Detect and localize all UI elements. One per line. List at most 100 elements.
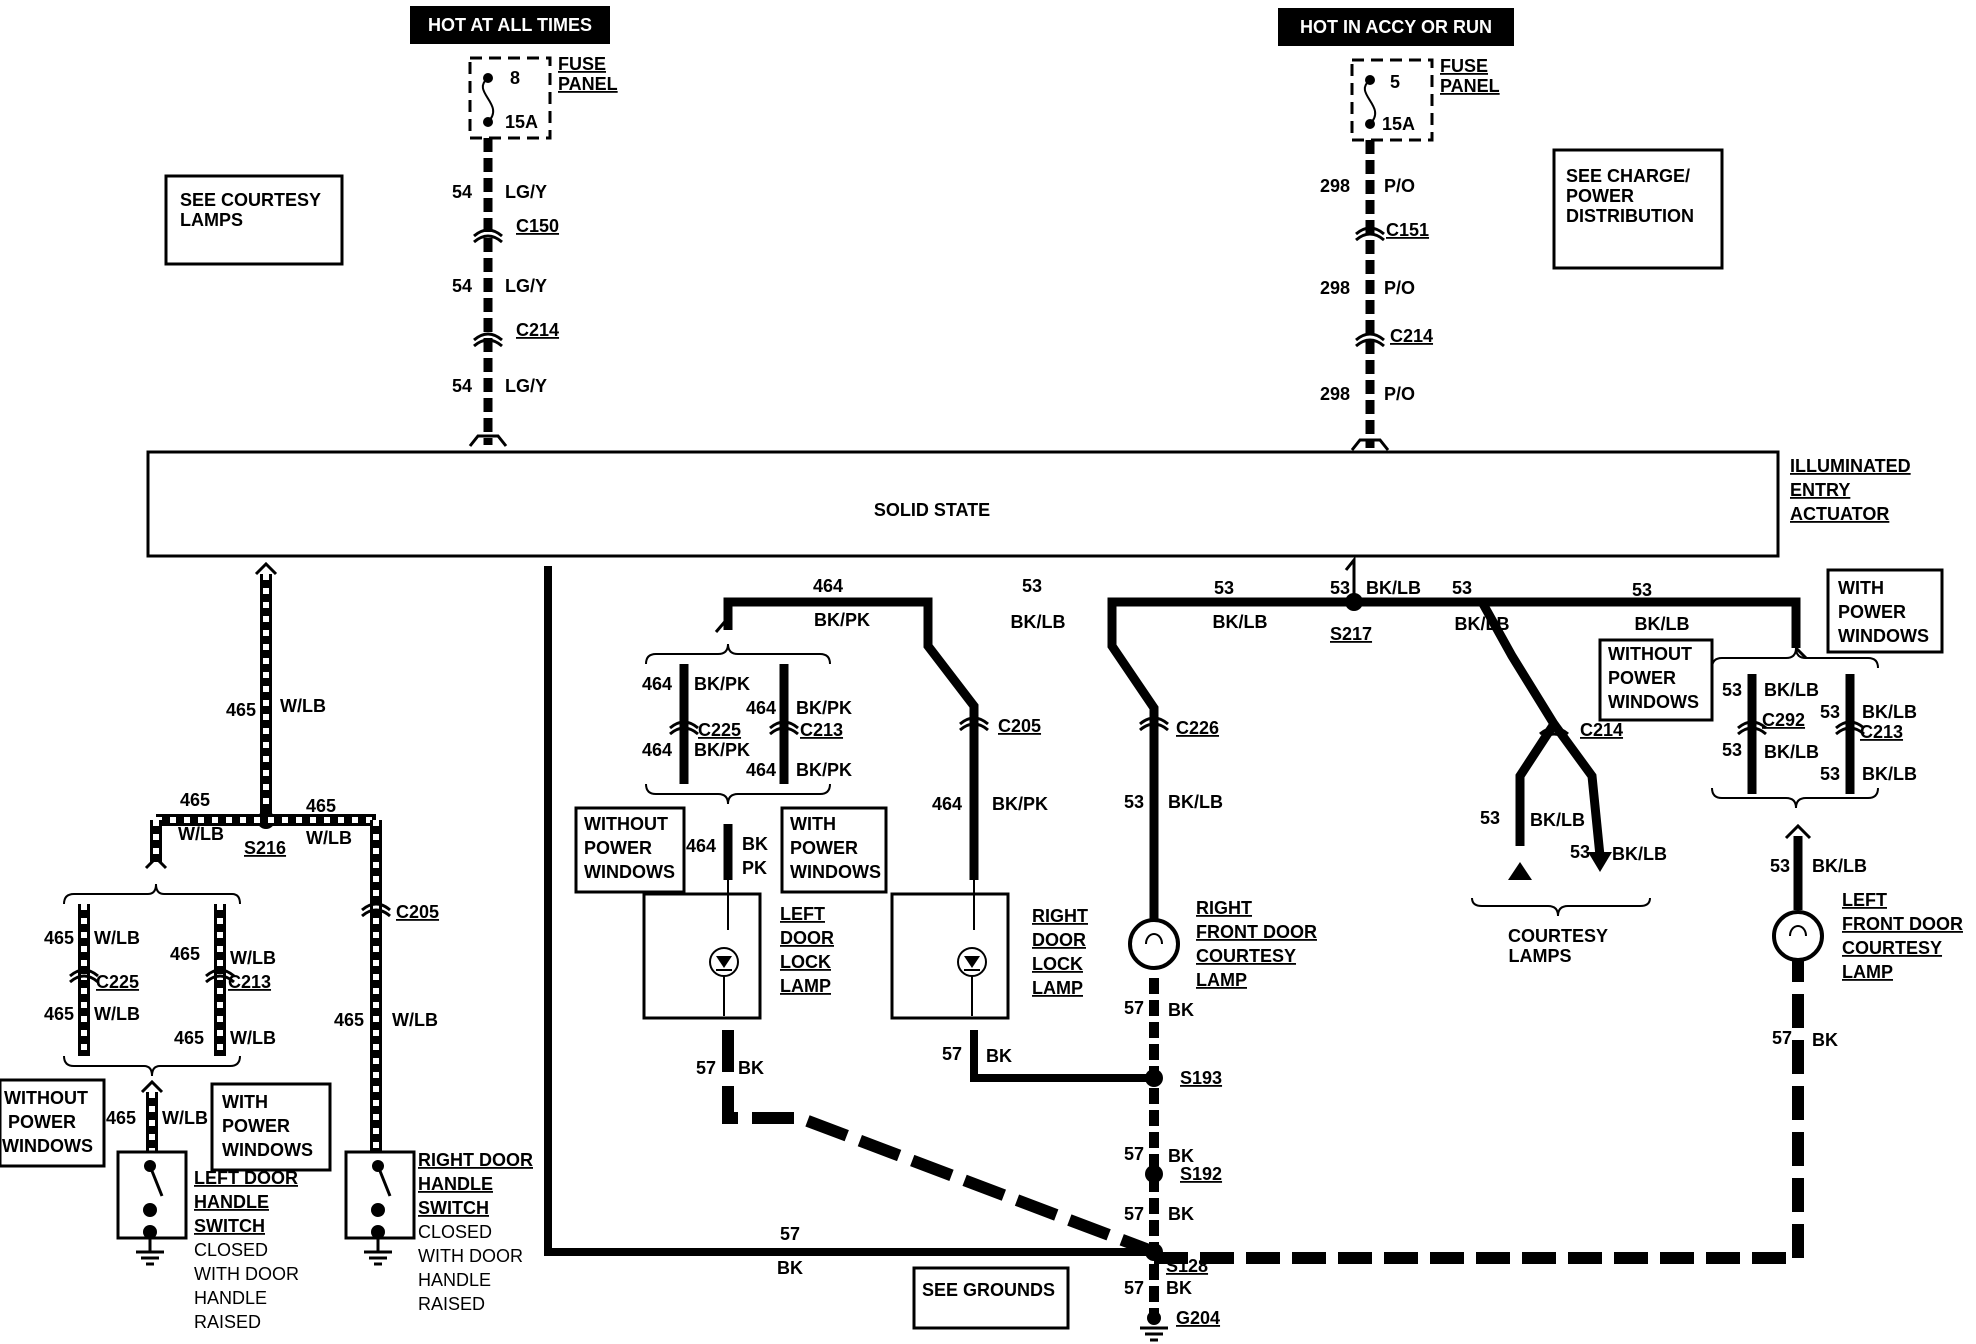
circuit-label: 53 <box>1214 578 1234 598</box>
c226-label: C226 <box>1176 718 1219 738</box>
wire-color: BK <box>777 1258 803 1278</box>
switch-note: HANDLE <box>194 1288 267 1308</box>
wire-color: LG/Y <box>505 376 547 396</box>
wire-color: W/LB <box>306 828 352 848</box>
wire-color: BK <box>986 1046 1012 1066</box>
left-fuse-icon <box>481 77 495 123</box>
circuit-label: 57 <box>942 1044 962 1064</box>
s193-label: S193 <box>1180 1068 1222 1088</box>
wire-color: BK/LB <box>1530 810 1585 830</box>
circuit-label: 465 <box>44 928 74 948</box>
left-switch-label: SWITCH <box>194 1216 265 1236</box>
switch-note: WITH DOOR <box>194 1264 299 1284</box>
circuit-label: 53 <box>1452 578 1472 598</box>
lf-courtesy-lamp-icon <box>1772 910 1824 962</box>
wire-color: BK <box>738 1058 764 1078</box>
wire-color: BK/LB <box>1635 614 1690 634</box>
wire-color: BK <box>742 834 768 854</box>
rf-courtesy-label: LAMP <box>1196 970 1247 990</box>
door-handle-switch-circuit: 465 W/LB S216 465 W/LB 465 W/LB 465 W/LB… <box>0 561 533 1332</box>
c213-label: C213 <box>800 720 843 740</box>
rf-courtesy-lamp-icon <box>1128 918 1180 970</box>
option-text: WINDOWS <box>1608 692 1699 712</box>
splice-s217 <box>1345 593 1363 611</box>
option-text: WITHOUT <box>584 814 668 834</box>
wire-color: W/LB <box>94 1004 140 1024</box>
hot-at-all-times-label: HOT AT ALL TIMES <box>428 15 592 35</box>
circuit-label: 53 <box>1722 740 1742 760</box>
left-lock-lamp-label: DOOR <box>780 928 834 948</box>
circuit-label: 54 <box>452 276 472 296</box>
option-text: POWER <box>584 838 652 858</box>
c213-label: C213 <box>228 972 271 992</box>
circuit-label: 57 <box>1124 998 1144 1018</box>
ground-circuit: 57 BK 57 BK 57 BK S193 S192 S128 57 BK 5… <box>544 566 1838 1342</box>
circuit-label: 464 <box>686 836 716 856</box>
c205-label: C205 <box>396 902 439 922</box>
circuit-label: 54 <box>452 182 472 202</box>
right-switch-label: SWITCH <box>418 1198 489 1218</box>
wire-color: BK/LB <box>1168 792 1223 812</box>
rf-courtesy-label: COURTESY <box>1196 946 1296 966</box>
option-text: WINDOWS <box>2 1136 93 1156</box>
left-lock-lamp-label: LEFT <box>780 904 825 924</box>
courtesy-lamps-label: COURTESY <box>1508 926 1608 946</box>
option-text: WITHOUT <box>1608 644 1692 664</box>
connector-c214-right <box>1355 332 1385 348</box>
wire-color: BK <box>1168 1146 1194 1166</box>
right-fuse-icon <box>1363 79 1377 125</box>
connector-c226 <box>1139 716 1169 732</box>
circuit-label: 54 <box>452 376 472 396</box>
wire-color: BK <box>1168 1204 1194 1224</box>
ref-text: SEE CHARGE/ <box>1566 166 1690 186</box>
switch-note: HANDLE <box>418 1270 491 1290</box>
option-text: WINDOWS <box>1838 626 1929 646</box>
door-lock-lamp-circuit: 464 BK/PK C205 464 BK/PK 464 BK/PK C225 … <box>574 576 1088 1020</box>
with-power-windows-box-right <box>1826 568 1944 654</box>
left-fuse-number: 8 <box>510 68 520 88</box>
option-text: WINDOWS <box>222 1140 313 1160</box>
wire-color: BK/LB <box>1764 680 1819 700</box>
circuit-label: 465 <box>44 1004 74 1024</box>
c205-label: C205 <box>998 716 1041 736</box>
left-lock-lamp-label: LOCK <box>780 952 831 972</box>
c225-label: C225 <box>96 972 139 992</box>
without-power-windows-box-right <box>1598 638 1714 722</box>
s217-label: S217 <box>1330 624 1372 644</box>
option-text: WINDOWS <box>584 862 675 882</box>
circuit-label: 57 <box>1772 1028 1792 1048</box>
wire-color: BK/LB <box>1612 844 1667 864</box>
with-power-windows-box-mid <box>780 806 888 894</box>
module-name: ENTRY <box>1790 480 1850 500</box>
circuit-label: 298 <box>1320 278 1350 298</box>
circuit-label: 464 <box>746 698 776 718</box>
circuit-label: 53 <box>1820 764 1840 784</box>
rf-courtesy-label: FRONT DOOR <box>1196 922 1317 942</box>
circuit-label: 298 <box>1320 176 1350 196</box>
circuit-label: 57 <box>780 1224 800 1244</box>
module-name: ILLUMINATED <box>1790 456 1911 476</box>
module-label: SOLID STATE <box>874 500 990 520</box>
left-fuse-title: FUSE <box>558 54 606 74</box>
circuit-label: 53 <box>1770 856 1790 876</box>
hot-in-accy-label: HOT IN ACCY OR RUN <box>1300 17 1492 37</box>
circuit-label: 53 <box>1124 792 1144 812</box>
wire-color: BK/LB <box>1213 612 1268 632</box>
hot-at-all-times-banner <box>410 6 610 44</box>
splice-s193 <box>1145 1069 1163 1087</box>
switch-note: RAISED <box>418 1294 485 1314</box>
connector-c214-courtesy <box>1539 726 1569 742</box>
right-switch-label: HANDLE <box>418 1174 493 1194</box>
wire-color: BK <box>1166 1278 1192 1298</box>
option-text: POWER <box>8 1112 76 1132</box>
circuit-label: 464 <box>932 794 962 814</box>
wire-color: P/O <box>1384 278 1415 298</box>
connector-c225-right <box>669 720 699 736</box>
circuit-label: 465 <box>174 1028 204 1048</box>
wire-color: LG/Y <box>505 276 547 296</box>
left-fuse-title2: PANEL <box>558 74 618 94</box>
circuit-label: 465 <box>180 790 210 810</box>
wire-color: BK/LB <box>1812 856 1867 876</box>
wire-color: W/LB <box>94 928 140 948</box>
